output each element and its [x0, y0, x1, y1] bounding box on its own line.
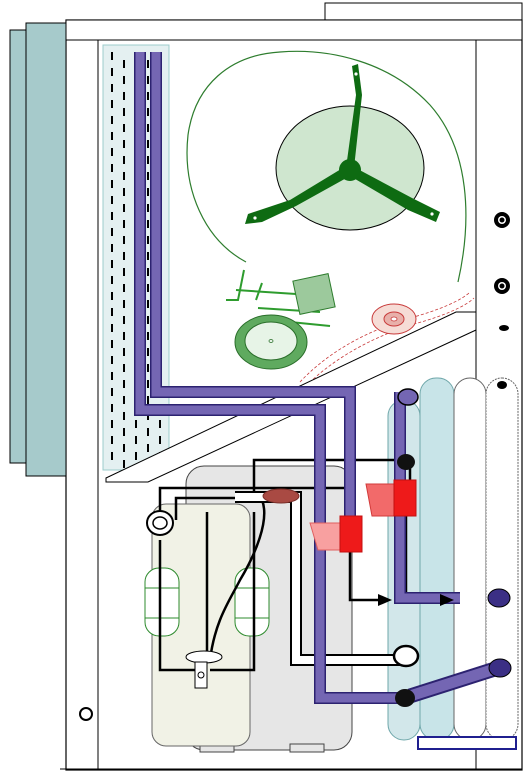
pressure-gauge-icon: [299, 291, 475, 387]
port-icon: [79, 212, 510, 721]
buffer-tank: [144, 503, 270, 747]
expansion-valve-icon: [185, 650, 223, 689]
fan-housing: [186, 50, 467, 283]
side-panel: [9, 22, 67, 477]
sensor: [262, 488, 300, 504]
pipe-fittings: [146, 388, 512, 707]
fan-icon: [245, 64, 440, 231]
four-way-valve-icon: [309, 479, 417, 553]
circulation-pump-icon: [234, 314, 308, 370]
flow-arrows: [378, 594, 454, 606]
